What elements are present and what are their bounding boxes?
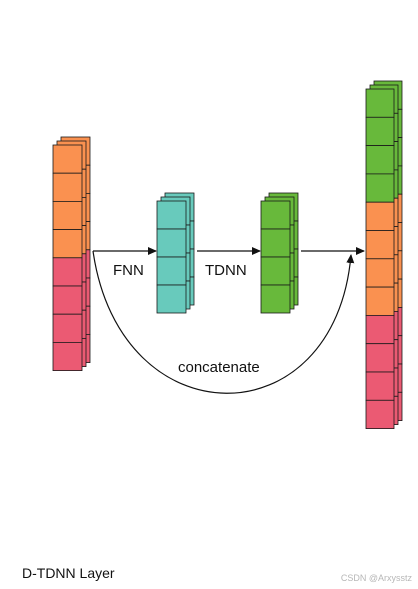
- orange-cell: [52, 200, 83, 230]
- pink-cell: [52, 313, 83, 343]
- green-cell: [365, 173, 395, 203]
- orange-cell: [52, 172, 83, 202]
- tdnn-label: TDNN: [205, 262, 247, 279]
- orange-cell: [365, 286, 395, 316]
- green-cell: [365, 145, 395, 175]
- orange-cell: [52, 229, 83, 259]
- teal-cell: [156, 284, 187, 314]
- green-cell: [365, 88, 395, 118]
- pink-cell: [365, 343, 395, 373]
- tdnn-output-stack: [260, 192, 299, 314]
- pink-cell: [365, 314, 395, 345]
- pink-cell: [52, 257, 83, 287]
- green-cell: [260, 200, 291, 230]
- orange-cell: [365, 230, 395, 260]
- concatenate-skip-arrow: [92, 250, 355, 394]
- orange-cell: [52, 144, 83, 174]
- pink-cell: [365, 371, 395, 401]
- orange-cell: [365, 201, 395, 231]
- pink-cell: [365, 399, 395, 429]
- diagram-caption: D-TDNN Layer: [22, 565, 115, 581]
- pink-cell: [52, 285, 83, 315]
- input-feature-stack: [52, 136, 91, 371]
- fnn-output-stack: [156, 192, 195, 314]
- teal-cell: [156, 256, 187, 286]
- fnn-label: FNN: [113, 262, 144, 279]
- green-cell: [365, 116, 395, 147]
- teal-cell: [156, 200, 187, 230]
- watermark: CSDN @Arxysstz: [340, 573, 412, 583]
- connection-arrows: [92, 247, 365, 394]
- concatenate-label: concatenate: [178, 359, 260, 376]
- teal-cell: [156, 228, 187, 258]
- green-cell: [260, 228, 291, 258]
- green-cell: [260, 256, 291, 286]
- orange-cell: [365, 258, 395, 288]
- green-cell: [260, 284, 291, 314]
- concatenated-output-stack: [365, 80, 403, 429]
- pink-cell: [52, 341, 83, 371]
